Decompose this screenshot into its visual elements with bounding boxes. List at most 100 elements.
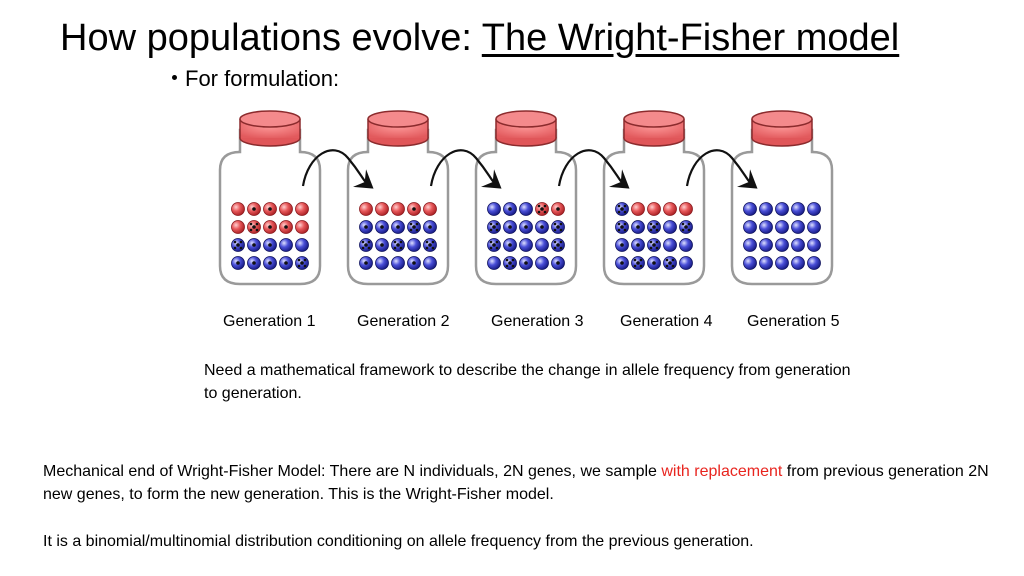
allele-marking-icon xyxy=(649,222,659,232)
red-allele xyxy=(663,202,677,216)
allele-marking-icon xyxy=(617,222,627,232)
blue-allele xyxy=(743,238,757,252)
allele-marking-icon xyxy=(540,225,544,229)
jar-cap-top xyxy=(623,110,685,128)
bullet-text: For formulation: xyxy=(185,66,340,91)
arrow-layer xyxy=(301,149,758,189)
slide-title: How populations evolve: The Wright-Fishe… xyxy=(60,14,899,62)
allele-marking-icon xyxy=(636,243,640,247)
allele-marking-icon xyxy=(524,261,528,265)
allele-marking-icon xyxy=(617,204,627,214)
blue-allele xyxy=(775,202,789,216)
blue-allele xyxy=(231,256,245,270)
allele-marking-icon xyxy=(380,243,384,247)
allele-marking-icon xyxy=(425,240,435,250)
red-allele xyxy=(423,202,437,216)
mechanical-description: Mechanical end of Wright-Fisher Model: T… xyxy=(43,460,1003,506)
allele-marking-icon xyxy=(252,243,256,247)
blue-allele xyxy=(743,256,757,270)
blue-allele xyxy=(391,256,405,270)
blue-allele xyxy=(407,220,421,234)
blue-allele xyxy=(775,220,789,234)
allele-marking-icon xyxy=(649,240,659,250)
jar-layer xyxy=(218,110,834,286)
allele-marking-icon xyxy=(393,240,403,250)
blue-allele xyxy=(807,256,821,270)
transition-arrow-3-to-4 xyxy=(557,149,630,189)
allele-marking-icon xyxy=(409,222,419,232)
blue-allele xyxy=(487,220,501,234)
blue-allele xyxy=(759,202,773,216)
blue-allele xyxy=(487,256,501,270)
blue-allele xyxy=(791,256,805,270)
blue-allele xyxy=(503,256,517,270)
allele-marking-icon xyxy=(553,240,563,250)
red-allele xyxy=(631,202,645,216)
blue-allele xyxy=(391,238,405,252)
blue-allele xyxy=(487,202,501,216)
blue-allele xyxy=(807,238,821,252)
transition-arrow-2-to-3 xyxy=(429,149,502,189)
allele-marking-icon xyxy=(364,261,368,265)
blue-allele xyxy=(631,256,645,270)
allele-marking-icon xyxy=(268,261,272,265)
transition-arrow-4-to-5 xyxy=(685,149,758,189)
with-replacement-highlight: with replacement xyxy=(661,463,783,480)
jar-cap-top xyxy=(367,110,429,128)
blue-allele xyxy=(791,220,805,234)
allele-marking-icon xyxy=(508,225,512,229)
jar-generation-1 xyxy=(218,110,322,286)
allele-marking-icon xyxy=(396,225,400,229)
wright-fisher-jars-diagram xyxy=(218,110,834,286)
blue-allele xyxy=(519,256,533,270)
blue-allele xyxy=(663,220,677,234)
blue-allele xyxy=(375,238,389,252)
red-allele xyxy=(295,202,309,216)
blue-allele xyxy=(679,220,693,234)
allele-marking-icon xyxy=(268,243,272,247)
red-allele xyxy=(279,220,293,234)
blue-allele xyxy=(647,256,661,270)
blue-allele xyxy=(263,238,277,252)
allele-marking-icon xyxy=(553,222,563,232)
blue-allele xyxy=(679,238,693,252)
allele-marking-icon xyxy=(284,225,288,229)
blue-allele xyxy=(807,220,821,234)
blue-allele xyxy=(615,238,629,252)
blue-allele xyxy=(375,256,389,270)
allele-marking-icon xyxy=(665,258,675,268)
red-allele xyxy=(295,220,309,234)
red-allele xyxy=(359,202,373,216)
blue-allele xyxy=(663,238,677,252)
allele-marking-icon xyxy=(249,222,259,232)
allele-marking-icon xyxy=(489,222,499,232)
blue-allele xyxy=(247,238,261,252)
red-allele xyxy=(247,220,261,234)
blue-allele xyxy=(263,256,277,270)
allele-marking-icon xyxy=(233,240,243,250)
blue-allele xyxy=(615,256,629,270)
blue-allele xyxy=(359,256,373,270)
para2-after: from previous generation 2N new genes, t… xyxy=(43,463,989,503)
blue-allele xyxy=(503,202,517,216)
blue-allele xyxy=(359,238,373,252)
blue-allele xyxy=(647,220,661,234)
blue-allele xyxy=(295,256,309,270)
allele-marking-icon xyxy=(361,240,371,250)
allele-marking-icon xyxy=(681,222,691,232)
allele-marking-icon xyxy=(620,261,624,265)
blue-allele xyxy=(423,238,437,252)
red-allele xyxy=(391,202,405,216)
blue-allele xyxy=(295,238,309,252)
jar-body xyxy=(218,150,322,286)
allele-marking-icon xyxy=(508,207,512,211)
jar-cap-top xyxy=(239,110,301,128)
allele-marking-icon xyxy=(428,225,432,229)
red-allele xyxy=(247,202,261,216)
blue-allele xyxy=(247,256,261,270)
blue-allele xyxy=(359,220,373,234)
blue-allele xyxy=(775,238,789,252)
blue-allele xyxy=(391,220,405,234)
generation-3-label: Generation 3 xyxy=(491,313,584,330)
red-allele xyxy=(647,202,661,216)
